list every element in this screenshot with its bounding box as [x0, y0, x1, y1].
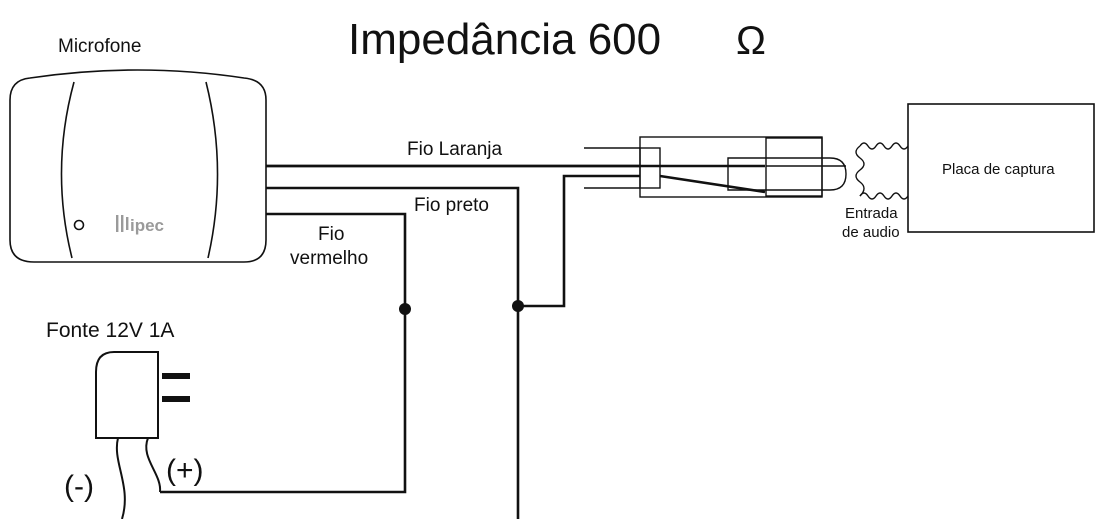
red-wire-junction-dot — [399, 303, 411, 315]
audio-input-jack — [855, 142, 909, 200]
capture-card-label: Placa de captura — [942, 161, 1055, 178]
negative-terminal-label: (-) — [64, 470, 94, 503]
diagram-title: Impedância 600 — [348, 15, 661, 64]
black-wire-junction-dot — [512, 300, 524, 312]
negative-lead — [115, 437, 126, 519]
plug-sleeve — [765, 137, 823, 197]
microphone-left-ridge — [60, 81, 75, 259]
positive-lead — [145, 437, 162, 493]
black-wire-label: Fio preto — [414, 195, 489, 216]
red-wire-label-line2: vermelho — [290, 248, 368, 269]
power-supply-adapter — [95, 351, 190, 519]
power-supply-label: Fonte 12V 1A — [46, 319, 174, 342]
microphone-right-ridge — [205, 81, 219, 259]
black-wire — [266, 186, 520, 519]
red-wire-label-line1: Fio — [318, 224, 344, 245]
red-wire — [160, 212, 407, 494]
positive-terminal-label: (+) — [166, 454, 204, 487]
brand-logo: ipec — [116, 215, 164, 235]
capture-card — [907, 103, 1095, 233]
plug-prong-top — [162, 373, 190, 379]
audio-input-label-line2: de audio — [842, 224, 900, 241]
plug-prong-bottom — [162, 396, 190, 402]
brand-text: ipec — [130, 216, 164, 235]
ohm-symbol: Ω — [736, 19, 766, 63]
plug-cable-clamp — [639, 147, 661, 189]
orange-wire-label: Fio Laranja — [407, 139, 502, 160]
microphone-device — [9, 69, 267, 263]
plug-tip — [727, 157, 847, 191]
microphone-label: Microfone — [58, 36, 141, 57]
microphone-led-icon — [73, 219, 85, 231]
audio-input-label-line1: Entrada — [845, 205, 898, 222]
plug-internal-wires — [266, 164, 766, 194]
